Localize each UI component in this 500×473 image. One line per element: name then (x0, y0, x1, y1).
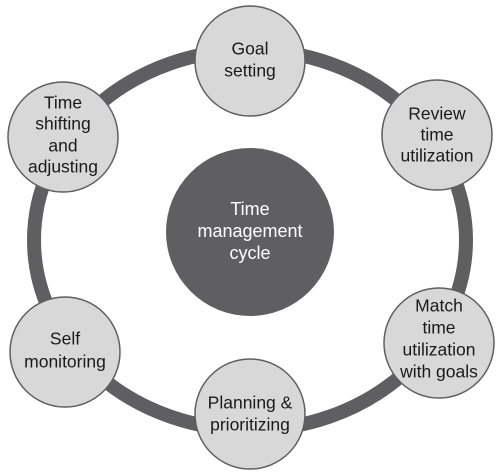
node-circle (194, 358, 306, 470)
node-review-time-utilization: Review time utilization (381, 79, 493, 191)
node-circle (7, 81, 119, 193)
node-circle (9, 296, 121, 408)
node-label-line: utilization (403, 340, 476, 360)
node-label-line: setting (224, 61, 276, 81)
node-planning-prioritizing: Planning & prioritizing (194, 358, 306, 470)
center-label-line-3: cycle (229, 243, 270, 263)
node-goal-setting: Goal setting (194, 5, 306, 117)
node-circle (383, 287, 495, 399)
node-label-line: adjusting (28, 157, 98, 177)
node-label-line: Review (408, 104, 466, 124)
node-label-line: Time (44, 93, 82, 113)
node-label-line: time (422, 318, 455, 338)
node-label-line: and (48, 136, 77, 156)
node-time-shifting-adjusting: Time shifting and adjusting (7, 81, 119, 193)
node-label-line: utilization (401, 146, 474, 166)
node-label-line: Planning & (208, 393, 293, 413)
center-label-line-2: management (197, 221, 302, 241)
node-self-monitoring: Self monitoring (9, 296, 121, 408)
node-match-time-utilization-with-goals: Match time utilization with goals (383, 287, 495, 399)
node-circle (194, 5, 306, 117)
center-circle (166, 148, 334, 316)
center-label-line-1: Time (230, 199, 269, 219)
node-label-line: Match (415, 296, 463, 316)
node-label-line: Self (50, 329, 80, 349)
node-label-line: Goal (232, 39, 269, 59)
node-label-line: monitoring (24, 352, 106, 372)
node-label-line: with goals (399, 362, 478, 382)
node-label-line: time (420, 125, 453, 145)
center-hub: Time management cycle (166, 148, 334, 316)
node-circle (381, 79, 493, 191)
node-label-line: shifting (35, 114, 90, 134)
node-label-line: prioritizing (210, 415, 290, 435)
